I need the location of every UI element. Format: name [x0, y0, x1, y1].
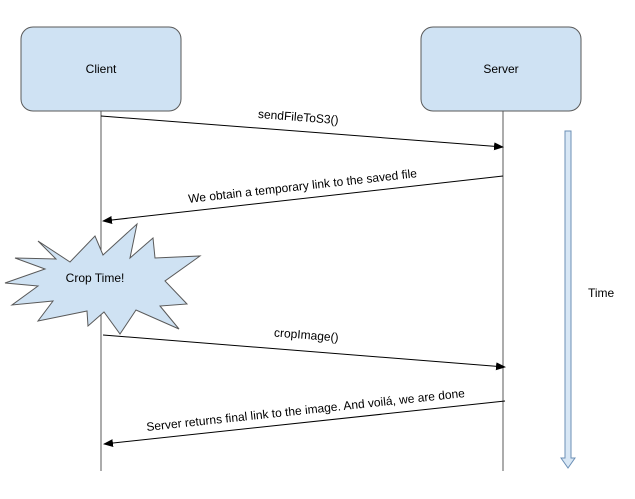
message-temp-link: We obtain a temporary link to the saved …: [102, 166, 504, 224]
time-arrow: [560, 130, 576, 469]
server-box: [420, 26, 582, 112]
crop-time-label: Crop Time!: [66, 271, 125, 285]
explosion-shape: [4, 222, 202, 335]
message-arrow: [100, 115, 504, 151]
client-label: Client: [86, 62, 117, 76]
message-label: cropImage(): [274, 325, 340, 344]
message-send-file: sendFileToS3(): [100, 107, 504, 151]
client-box: [20, 26, 182, 112]
message-label: sendFileToS3(): [258, 107, 340, 127]
message-arrow: [103, 400, 506, 448]
crop-time-event: Crop Time!: [4, 222, 202, 335]
message-arrow: [102, 175, 504, 224]
client-participant: Client: [20, 26, 182, 112]
message-arrow: [102, 334, 506, 371]
server-label: Server: [483, 62, 518, 76]
time-axis: Time: [560, 130, 615, 469]
message-crop-image: cropImage(): [102, 325, 506, 371]
message-label: We obtain a temporary link to the saved …: [188, 166, 418, 206]
time-label: Time: [588, 286, 615, 300]
message-final-link: Server returns final link to the image. …: [103, 386, 506, 448]
server-participant: Server: [420, 26, 582, 112]
